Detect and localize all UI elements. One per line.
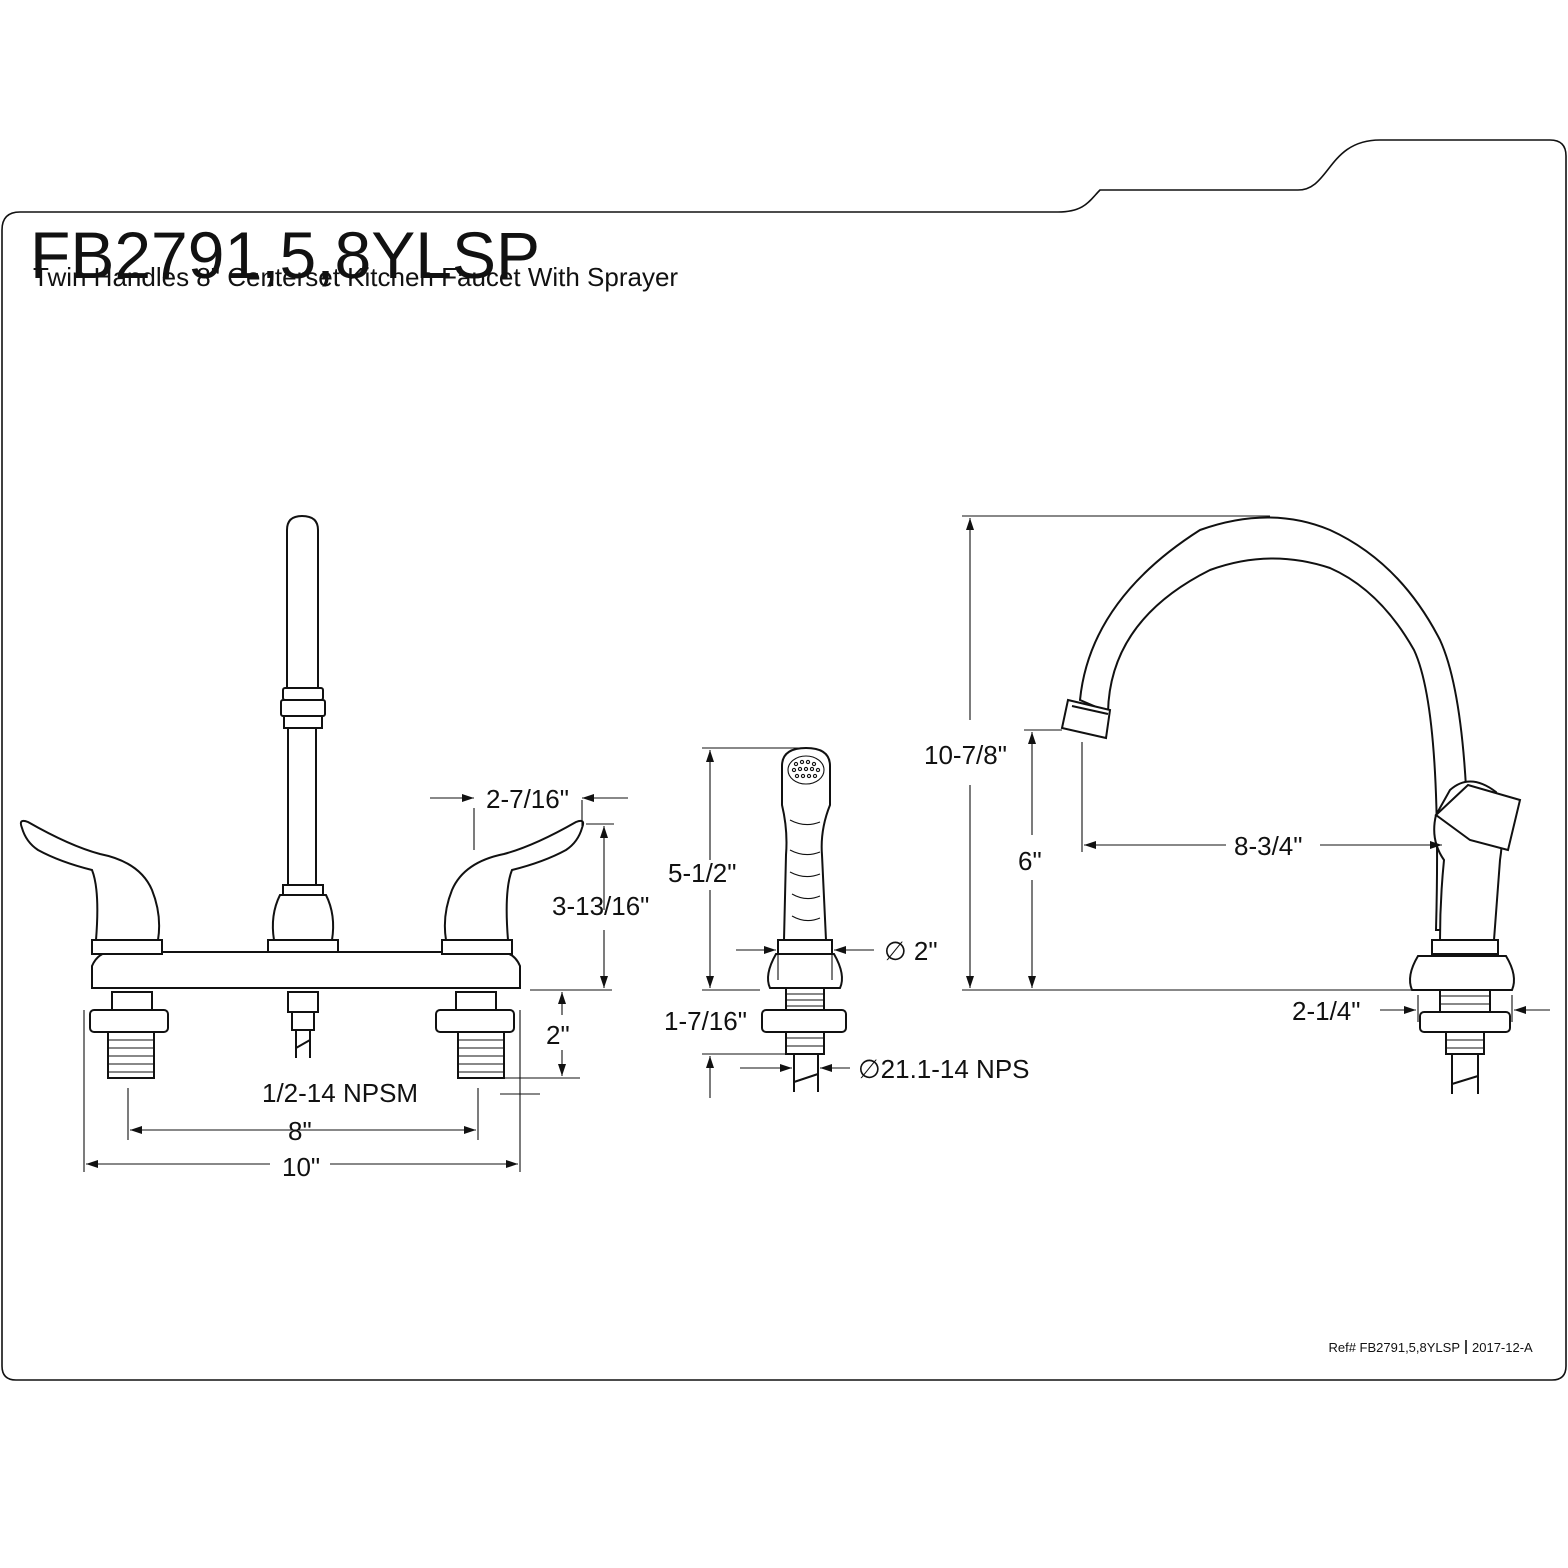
dim-centers: 8"	[288, 1116, 312, 1146]
dim-sprayer-deck: 1-7/16"	[664, 1006, 747, 1036]
front-view-drawing	[19, 514, 585, 1079]
dim-shank-length: 2"	[546, 1020, 570, 1050]
product-description: Twin Handles 8" Centerset Kitchen Faucet…	[33, 262, 678, 292]
side-view-dimensions	[962, 515, 1550, 1022]
dim-handle-width: 2-7/16"	[486, 784, 569, 814]
dim-sprayer-diameter: ∅ 2"	[884, 936, 938, 966]
side-view-drawing	[1060, 516, 1522, 1094]
sprayer-dimensions	[702, 747, 874, 1098]
revision-code: 2017-12-A	[1472, 1340, 1533, 1355]
dim-handle-height: 3-13/16"	[552, 891, 649, 921]
reference-number: Ref# FB2791,5,8YLSP	[1328, 1340, 1460, 1355]
dim-overall-width: 10"	[282, 1152, 320, 1182]
model-title: FB2791,5,8YLSP	[30, 218, 540, 292]
dim-spout-height: 6"	[1018, 846, 1042, 876]
dim-overall-height: 10-7/8"	[924, 740, 1007, 770]
dim-base-size: 2-1/4"	[1292, 996, 1361, 1026]
front-view-dimensions	[83, 794, 628, 1172]
sprayer-nozzle-holes	[791, 759, 821, 779]
dim-spout-reach: 8-3/4"	[1234, 831, 1303, 861]
dim-thread-npsm: 1/2-14 NPSM	[262, 1078, 418, 1108]
dim-sprayer-thread: ∅21.1-14 NPS	[858, 1054, 1030, 1084]
sheet-frame	[1, 139, 1567, 1381]
sprayer-drawing	[761, 746, 847, 1092]
dim-sprayer-height: 5-1/2"	[668, 858, 737, 888]
